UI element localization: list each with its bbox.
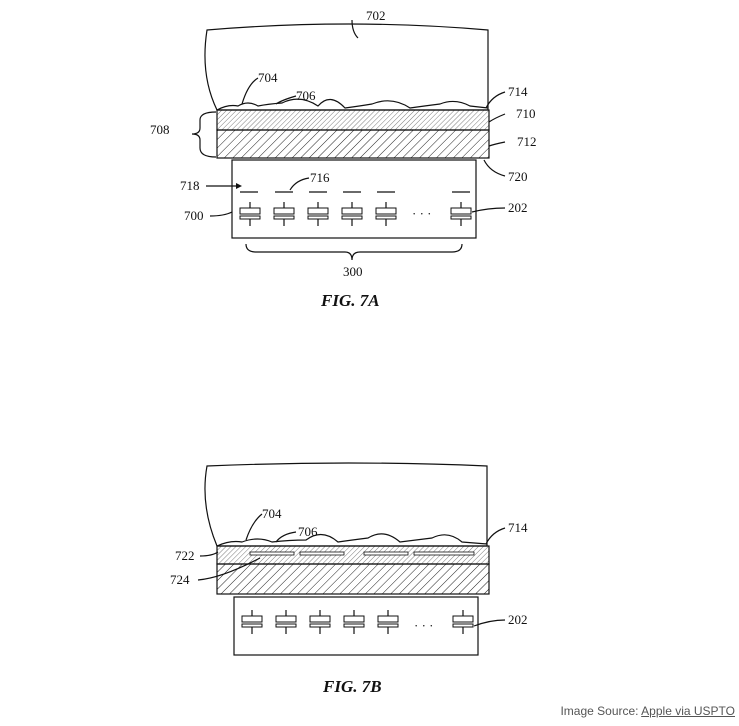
- label-702: 702: [366, 8, 386, 23]
- label-300: 300: [343, 264, 363, 279]
- ellipsis-a: · · ·: [412, 206, 432, 221]
- ridges-706: [216, 98, 489, 111]
- label-706-b: 706: [298, 524, 318, 539]
- source-prefix: Image Source:: [560, 704, 642, 718]
- layer-710: [216, 109, 490, 131]
- label-700: 700: [184, 208, 204, 223]
- ellipsis-b: · · ·: [414, 618, 434, 633]
- label-712: 712: [517, 134, 537, 149]
- embedded-electrodes-724: [249, 551, 475, 556]
- label-714-b: 714: [508, 520, 528, 535]
- brace-708: [191, 111, 217, 158]
- label-716: 716: [310, 170, 330, 185]
- finger-702: [204, 23, 489, 111]
- label-704: 704: [258, 70, 278, 85]
- source-link[interactable]: Apple via USPTO: [641, 704, 735, 718]
- label-724: 724: [170, 572, 190, 587]
- label-718: 718: [180, 178, 200, 193]
- label-720: 720: [508, 169, 528, 184]
- label-202-b: 202: [508, 612, 528, 627]
- ridges-7b: [216, 533, 488, 547]
- label-714: 714: [508, 84, 528, 99]
- layer-712: [216, 129, 490, 159]
- label-722: 722: [175, 548, 195, 563]
- label-710: 710: [516, 106, 536, 121]
- caption-fig-7a: FIG. 7A: [320, 291, 380, 310]
- brace-300: [245, 243, 463, 261]
- layer-coarse-7b: [216, 563, 490, 595]
- capacitors-7b: [241, 610, 474, 634]
- label-706: 706: [296, 88, 316, 103]
- fig-7b: · · · 704 706 714 722 724 202 FIG. 7B: [170, 462, 528, 696]
- label-202-a: 202: [508, 200, 528, 215]
- label-704-b: 704: [262, 506, 282, 521]
- fig-7a: · · · 702 704 706 714 710 708 712 720 71…: [150, 8, 537, 310]
- sensor-700: [231, 159, 477, 239]
- finger-7b: [204, 462, 488, 547]
- label-708: 708: [150, 122, 170, 137]
- image-source-credit: Image Source: Apple via USPTO: [560, 704, 735, 718]
- capacitors-202: [239, 202, 472, 226]
- caption-fig-7b: FIG. 7B: [322, 677, 382, 696]
